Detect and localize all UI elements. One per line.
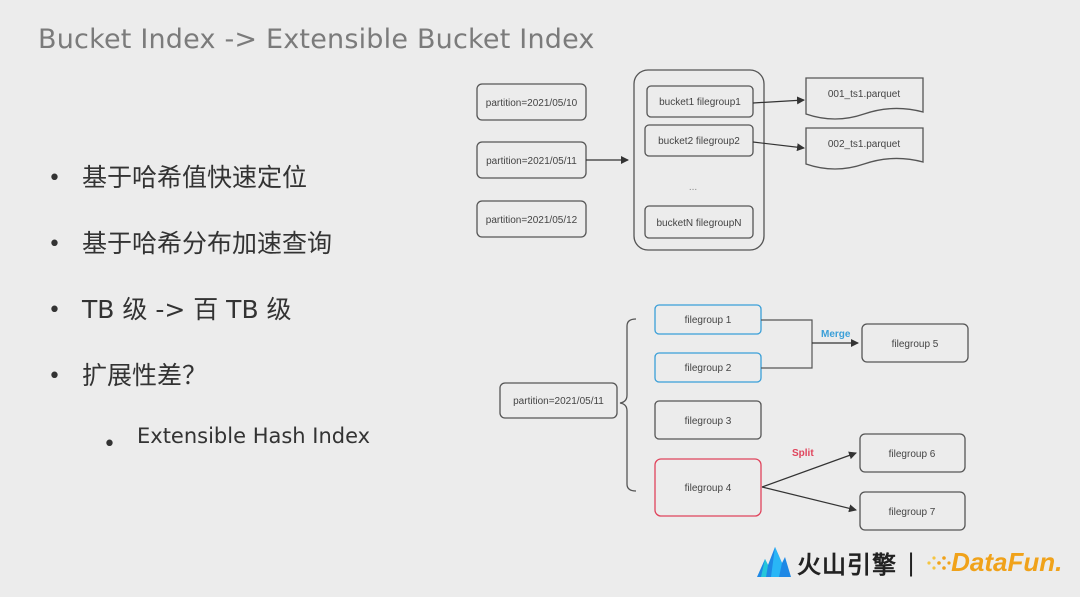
bullet-text: Extensible Hash Index bbox=[137, 424, 371, 448]
bullet-dot-icon: • bbox=[48, 232, 61, 257]
file-label: 002_ts1.parquet bbox=[828, 139, 901, 150]
arrow-connector bbox=[761, 451, 857, 488]
split-label: Split bbox=[792, 448, 814, 459]
bullet-dot-icon: • bbox=[48, 166, 61, 191]
filegroup-label: filegroup 6 bbox=[889, 449, 936, 460]
filegroup-label: filegroup 3 bbox=[685, 416, 732, 427]
partition-label: partition=2021/05/10 bbox=[486, 98, 578, 109]
bucket-box: bucketN filegroupN bbox=[644, 205, 754, 239]
bullet-text: 基于哈希值快速定位 bbox=[82, 163, 308, 192]
partition-label: partition=2021/05/11 bbox=[486, 156, 577, 167]
filegroup-box-merge-source: filegroup 1 bbox=[654, 304, 762, 335]
filegroup-box: filegroup 3 bbox=[654, 400, 762, 440]
partition-label: partition=2021/05/12 bbox=[486, 215, 578, 226]
datafun-brand: DataFun. bbox=[951, 547, 1063, 577]
bucket-label: bucketN filegroupN bbox=[656, 218, 741, 229]
bucket-label: bucket2 filegroup2 bbox=[658, 136, 740, 147]
filegroup-label: filegroup 7 bbox=[889, 507, 936, 518]
arrow-connector bbox=[752, 96, 805, 105]
volcano-engine-brand: 火山引擎 bbox=[797, 551, 897, 579]
partition-box: partition=2021/05/10 bbox=[476, 83, 587, 121]
bullet-text: 扩展性差？ bbox=[82, 361, 208, 390]
bullet-dot-icon: • bbox=[48, 298, 61, 323]
filegroup-box-merge-source: filegroup 2 bbox=[654, 352, 762, 383]
parquet-file-doc: 001_ts1.parquet bbox=[805, 77, 924, 120]
merge-label: Merge bbox=[821, 329, 851, 340]
filegroup-box-split-source: filegroup 4 bbox=[654, 458, 762, 517]
slide-title: Bucket Index -> Extensible Bucket Index bbox=[38, 24, 595, 55]
bucket-box: bucket2 filegroup2 bbox=[644, 124, 754, 157]
file-label: 001_ts1.parquet bbox=[828, 89, 901, 100]
bottom-diagram: partition=2021/05/11 filegroup 1 filegro… bbox=[499, 304, 969, 531]
bullet-text: 基于哈希分布加速查询 bbox=[82, 229, 333, 258]
filegroup-label: filegroup 5 bbox=[892, 339, 939, 350]
filegroup-box: filegroup 7 bbox=[859, 491, 966, 531]
filegroup-label: filegroup 4 bbox=[685, 483, 732, 494]
bullet-dot-icon: • bbox=[48, 364, 61, 389]
top-diagram: partition=2021/05/10 partition=2021/05/1… bbox=[476, 69, 924, 251]
filegroup-label: filegroup 2 bbox=[685, 363, 732, 374]
merge-connector bbox=[761, 319, 813, 369]
logo-separator: | bbox=[907, 548, 916, 577]
bullet-text: TB 级 -> 百 TB 级 bbox=[82, 295, 292, 324]
filegroup-label: filegroup 1 bbox=[685, 315, 732, 326]
partition-box: partition=2021/05/12 bbox=[476, 200, 587, 238]
footer-logos: 火山引擎 | DataFun. bbox=[757, 540, 1062, 585]
arrow-connector bbox=[761, 486, 857, 513]
partition-box: partition=2021/05/11 bbox=[499, 382, 618, 419]
filegroup-box: filegroup 6 bbox=[859, 433, 966, 473]
bucket-box: bucket1 filegroup1 bbox=[646, 85, 754, 118]
volcano-engine-logo-icon bbox=[757, 546, 791, 577]
bucket-label: bucket1 filegroup1 bbox=[659, 97, 741, 108]
brace-icon bbox=[619, 318, 637, 492]
bullet-dot-icon: • bbox=[103, 432, 116, 457]
datafun-dots-icon bbox=[927, 555, 951, 570]
arrow-connector bbox=[752, 141, 805, 152]
partition-box: partition=2021/05/11 bbox=[476, 141, 587, 179]
ellipsis-label: ... bbox=[689, 182, 697, 193]
partition-label: partition=2021/05/11 bbox=[513, 396, 604, 407]
filegroup-box: filegroup 5 bbox=[861, 323, 969, 363]
parquet-file-doc: 002_ts1.parquet bbox=[805, 127, 924, 170]
bucket-container bbox=[633, 69, 765, 251]
